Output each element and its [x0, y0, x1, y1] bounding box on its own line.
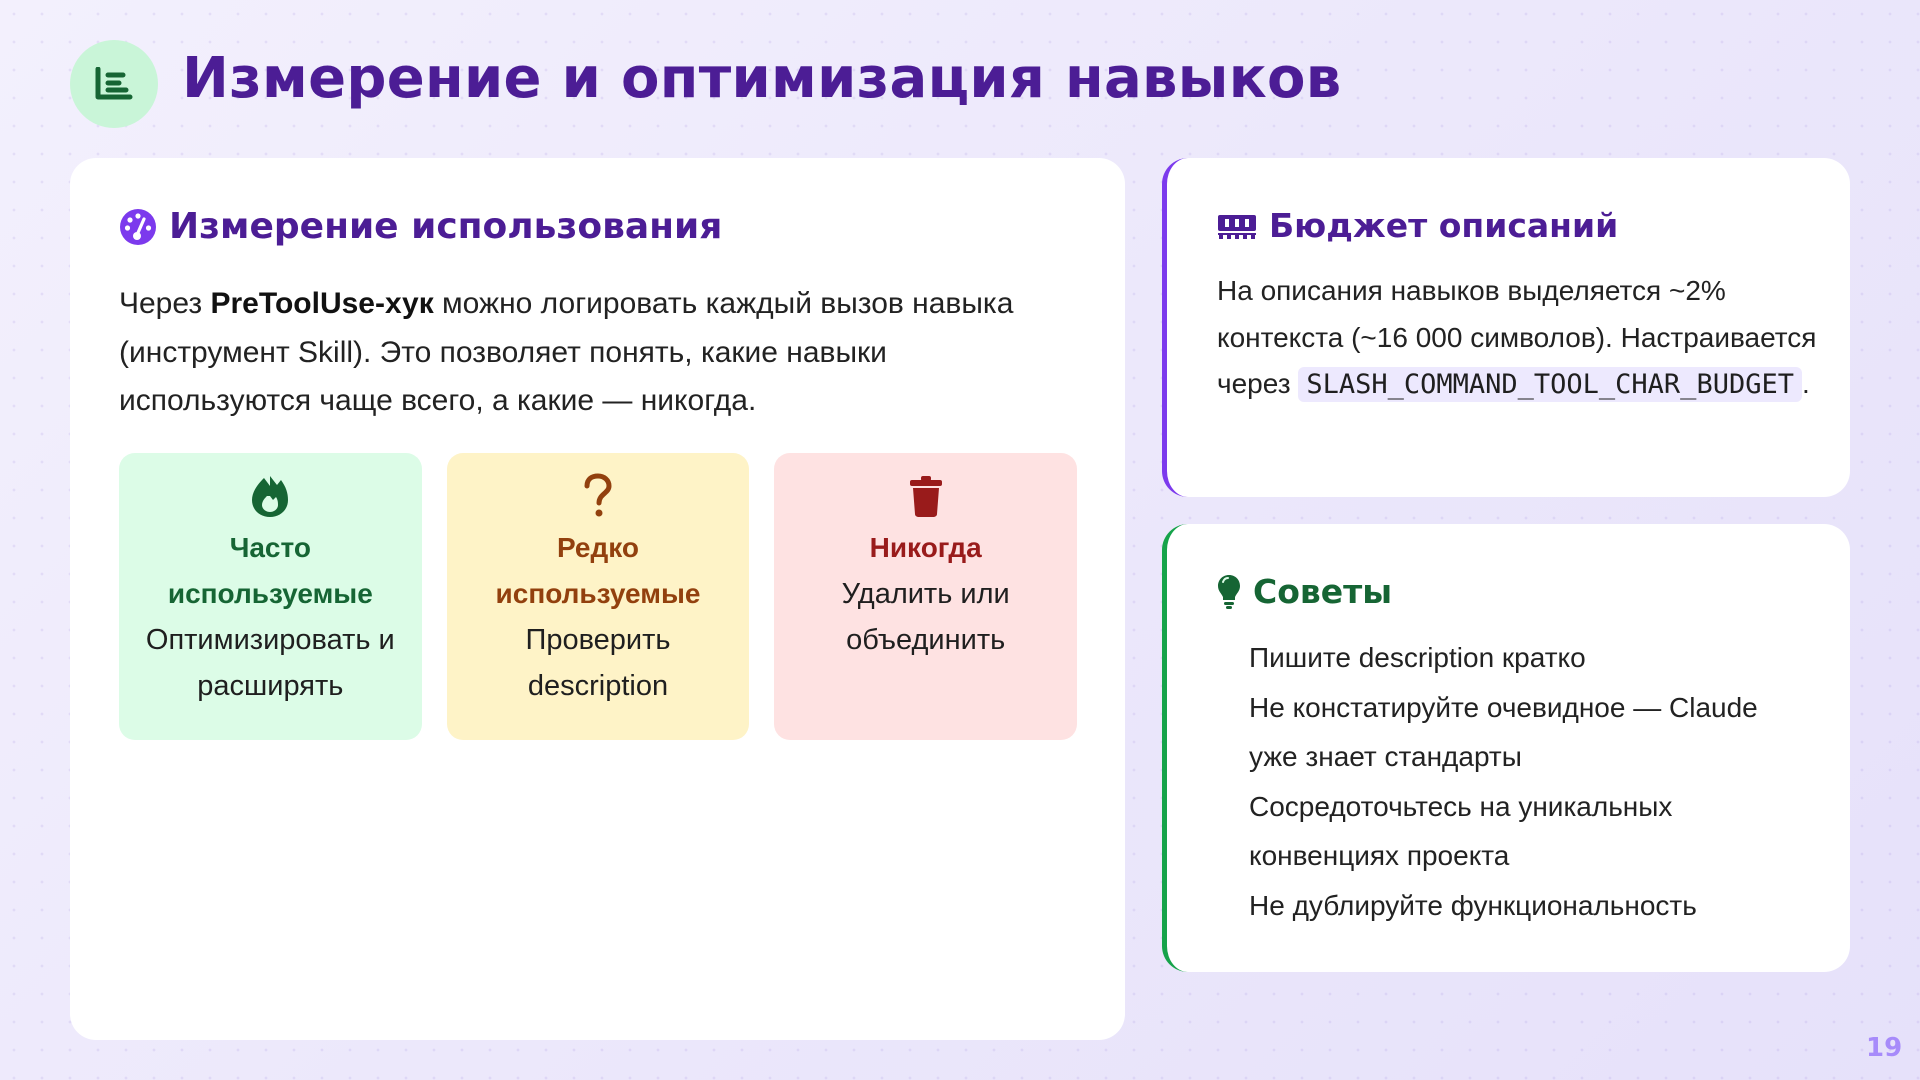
budget-heading: Бюджет описаний: [1217, 206, 1618, 245]
tips-card: Советы Пишите description кратко Не конс…: [1162, 524, 1850, 972]
page-number: 19: [1866, 1033, 1903, 1063]
budget-text: На описания навыков выделяется ~2% конте…: [1217, 275, 1817, 402]
tips-heading: Советы: [1217, 572, 1392, 611]
measurement-card: Измерение использования Через PreToolUse…: [70, 158, 1125, 1040]
tip-item: Не констатируйте очевидное — Claude уже …: [1249, 691, 1758, 773]
budget-card: Бюджет описаний На описания навыков выде…: [1162, 158, 1850, 497]
gauge-icon: [120, 208, 156, 245]
page-title: Измерение и оптимизация навыков: [182, 46, 1342, 111]
tile-desc: Оптимизировать и расширять: [145, 624, 395, 702]
tile-title: Часто используемые: [167, 532, 373, 609]
measurement-intro: Через PreToolUse-хук можно логировать ка…: [119, 287, 1014, 417]
tip-item: Не дублируйте функциональность: [1249, 889, 1697, 921]
tip-item: Сосредоточьтесь на уникальных конвенциях…: [1249, 790, 1673, 872]
hook-name: PreToolUse-хук: [210, 287, 434, 320]
tip-item: Пишите description кратко: [1249, 642, 1586, 673]
tile-title: Редко используемые: [495, 532, 701, 609]
tips-list: Пишите description кратко Не констатируй…: [1249, 633, 1809, 930]
usage-tiles: Часто используемые Оптимизировать и расш…: [119, 453, 1078, 740]
list-chart-icon: [95, 67, 133, 100]
tile-desc: Проверить description: [525, 624, 671, 702]
header-icon-badge: [70, 40, 158, 128]
trash-icon: [909, 476, 942, 517]
budget-heading-text: Бюджет описаний: [1269, 206, 1619, 245]
fire-icon: [252, 476, 289, 517]
tile-never: Никогда Удалить или объединить: [774, 453, 1078, 740]
tile-frequent: Часто используемые Оптимизировать и расш…: [119, 453, 422, 740]
tile-desc: Удалить или объединить: [841, 578, 1010, 656]
question-icon: [584, 473, 612, 517]
lightbulb-icon: [1218, 574, 1240, 609]
tips-heading-text: Советы: [1253, 572, 1393, 611]
measurement-heading: Измерение использования: [119, 206, 722, 247]
tile-rare: Редко используемые Проверить description: [446, 453, 750, 740]
memory-icon: [1218, 214, 1256, 239]
tile-title: Никогда: [869, 532, 982, 563]
measurement-heading-text: Измерение использования: [169, 206, 723, 247]
env-variable-code: SLASH_COMMAND_TOOL_CHAR_BUDGET: [1298, 367, 1802, 402]
